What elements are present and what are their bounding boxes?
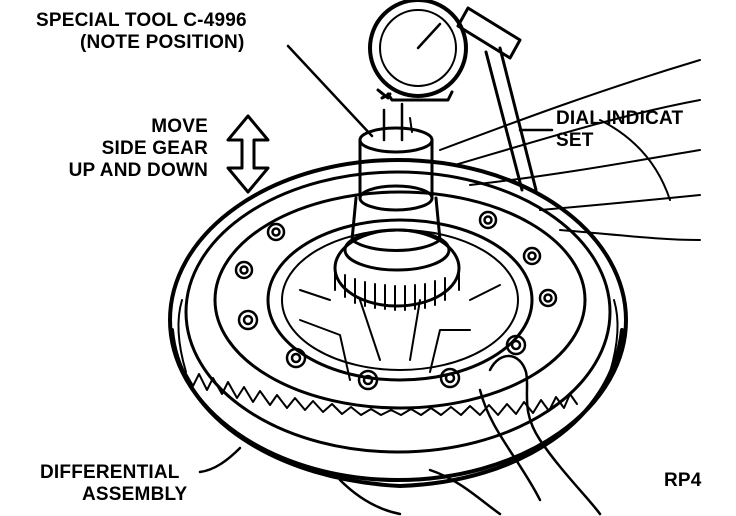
hand-lines	[338, 354, 602, 516]
label-move-line2: SIDE GEAR	[101, 138, 208, 159]
leader-lines	[198, 44, 554, 474]
figure-code: RP4	[664, 470, 702, 491]
dial-indicator	[368, 0, 538, 192]
label-differential-assembly: DIFFERENTIAL ASSEMBLY	[40, 462, 187, 506]
special-tool-c4996	[350, 102, 442, 252]
ring-gear-bolts	[234, 210, 558, 391]
label-dial-indicator: DIAL INDICAT SET	[556, 108, 683, 152]
label-dial-line1: DIAL INDICAT	[556, 108, 684, 129]
differential-case	[213, 190, 587, 410]
label-dial-line2: SET	[556, 130, 594, 151]
label-special-tool-line2: (NOTE POSITION)	[80, 32, 245, 53]
label-diff-line2: ASSEMBLY	[82, 484, 188, 505]
label-diff-line1: DIFFERENTIAL	[40, 462, 180, 483]
label-move-line1: MOVE	[151, 116, 208, 137]
side-bearing	[333, 228, 461, 311]
label-special-tool: SPECIAL TOOL C-4996 (NOTE POSITION)	[36, 10, 247, 54]
ring-gear	[168, 158, 628, 488]
label-move-side-gear: MOVE SIDE GEAR UP AND DOWN	[36, 116, 208, 182]
label-special-tool-line1: SPECIAL TOOL C-4996	[36, 10, 247, 31]
up-down-arrow-icon	[226, 114, 270, 194]
label-move-line3: UP AND DOWN	[68, 160, 208, 181]
